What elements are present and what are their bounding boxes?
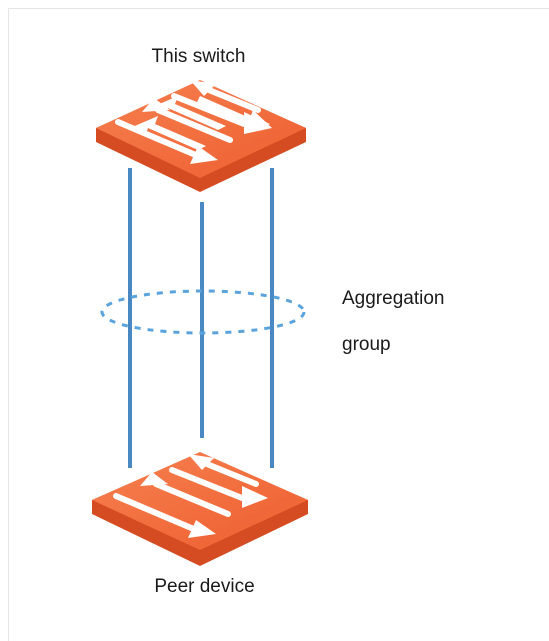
- aggregated-links: [128, 168, 274, 468]
- top-switch-icon: [96, 80, 306, 192]
- aggregation-group-ring: [100, 289, 306, 335]
- this-switch-label: This switch: [151, 46, 246, 67]
- diagram-frame: [8, 8, 549, 641]
- bottom-switch-icon: [92, 452, 308, 566]
- aggregation-group-label: Aggregation group: [342, 276, 444, 368]
- aggregation-group-label-line2: group: [342, 334, 391, 355]
- aggregation-group-label-line1: Aggregation: [342, 288, 445, 309]
- peer-device-label: Peer device: [154, 576, 255, 597]
